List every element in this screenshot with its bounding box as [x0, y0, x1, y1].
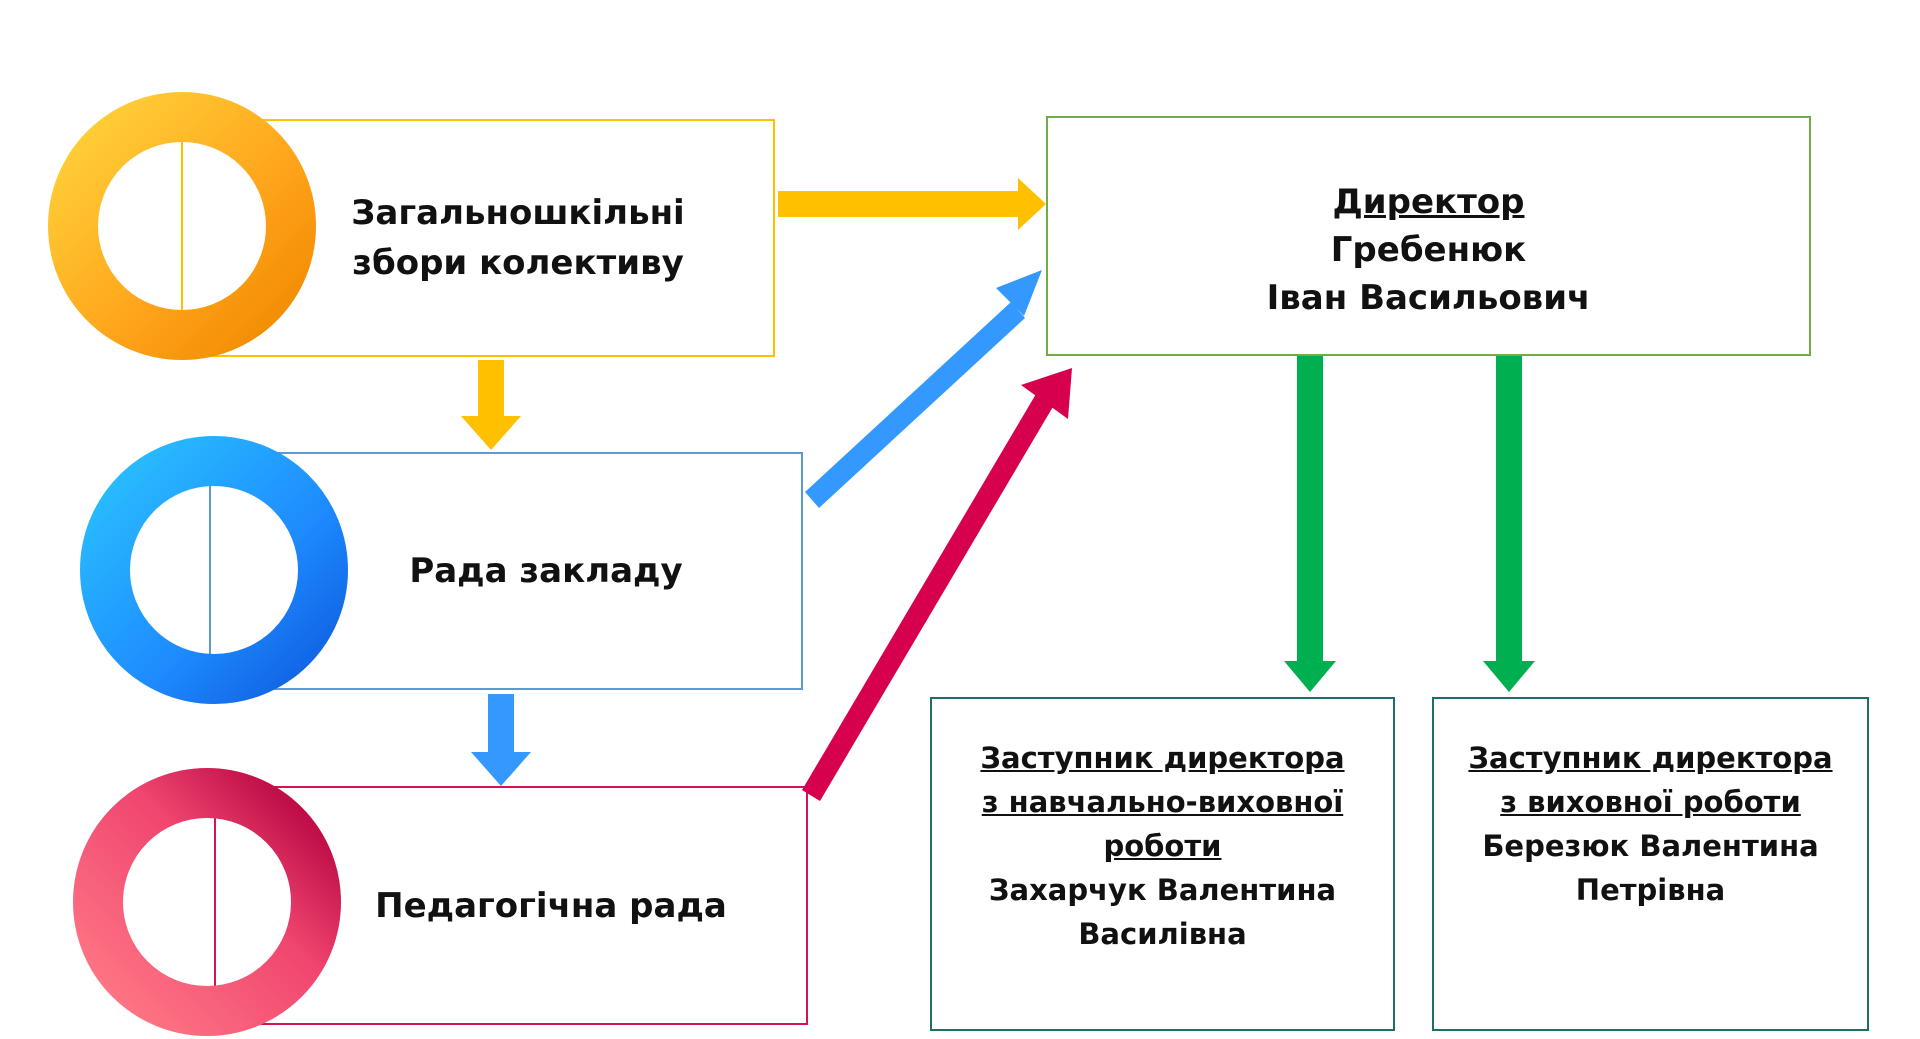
deputy-upbringing-name-line2: Петрівна — [1575, 873, 1726, 907]
arrow-council-to-director — [805, 270, 1042, 508]
arrow-general-to-director — [778, 178, 1046, 230]
deputy-upbringing-name-line1: Березюк Валентина — [1482, 829, 1819, 863]
arrow-council-to-pedagogical — [471, 694, 531, 786]
school-council-box: Рада закладу — [209, 452, 803, 690]
deputy-educational-title-line1: Заступник директора — [980, 741, 1345, 775]
director-box: Директор Гребенюк Іван Васильович — [1046, 116, 1811, 356]
director-given-names: Іван Васильович — [1266, 278, 1591, 318]
pedagogical-council-box: Педагогічна рада — [214, 786, 808, 1025]
deputy-educational-name-line2: Василівна — [1078, 917, 1247, 951]
deputy-educational-name-line1: Захарчук Валентина — [988, 873, 1337, 907]
director-surname: Гребенюк — [1330, 230, 1527, 270]
deputy-educational-title-line2: з навчально-виховної — [981, 785, 1344, 819]
deputy-upbringing-box: Заступник директора з виховної роботи Бе… — [1432, 697, 1869, 1031]
pedagogical-council-label: Педагогічна рада — [375, 885, 727, 926]
arrow-director-to-deputy-upbringing — [1483, 356, 1535, 692]
arrow-director-to-deputy-educational — [1284, 356, 1336, 692]
general-meeting-box: Загальношкільні збори колективу — [181, 119, 775, 357]
deputy-upbringing-title-line1: Заступник директора — [1468, 741, 1833, 775]
arrow-general-to-council — [461, 360, 521, 450]
deputy-educational-title-line3: роботи — [1103, 829, 1222, 863]
deputy-upbringing-title-line2: з виховної роботи — [1500, 785, 1801, 819]
deputy-educational-box: Заступник директора з навчально-виховної… — [930, 697, 1395, 1031]
director-title: Директор — [1332, 182, 1525, 222]
school-council-label: Рада закладу — [409, 551, 683, 591]
general-meeting-label-line1: Загальношкільні — [351, 193, 685, 233]
general-meeting-label-line2: збори колективу — [352, 243, 684, 283]
